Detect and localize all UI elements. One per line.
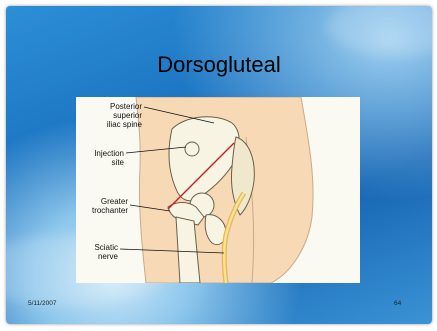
label-posterior-superior-iliac-spine: Posterior superior iliac spine xyxy=(76,102,142,129)
label-line: Injection xyxy=(76,149,124,158)
label-line: trochanter xyxy=(76,206,128,215)
slide-date: 5/11/2007 xyxy=(28,300,56,307)
label-greater-trochanter: Greater trochanter xyxy=(76,197,128,215)
label-sciatic-nerve: Sciatic nerve xyxy=(76,243,118,261)
label-line: nerve xyxy=(76,252,118,261)
slide: Dorsogluteal xyxy=(6,6,432,324)
anatomy-illustration: Posterior superior iliac spine Injection… xyxy=(76,97,360,283)
label-line: iliac spine xyxy=(76,120,142,129)
slide-title: Dorsogluteal xyxy=(6,52,432,78)
background-highlight xyxy=(326,6,432,56)
label-line: site xyxy=(76,158,124,167)
label-injection-site: Injection site xyxy=(76,149,124,167)
label-line: Sciatic xyxy=(76,243,118,252)
label-line: Greater xyxy=(76,197,128,206)
label-line: Posterior xyxy=(76,102,142,111)
slide-page-number: 64 xyxy=(394,300,401,307)
label-line: superior xyxy=(76,111,142,120)
